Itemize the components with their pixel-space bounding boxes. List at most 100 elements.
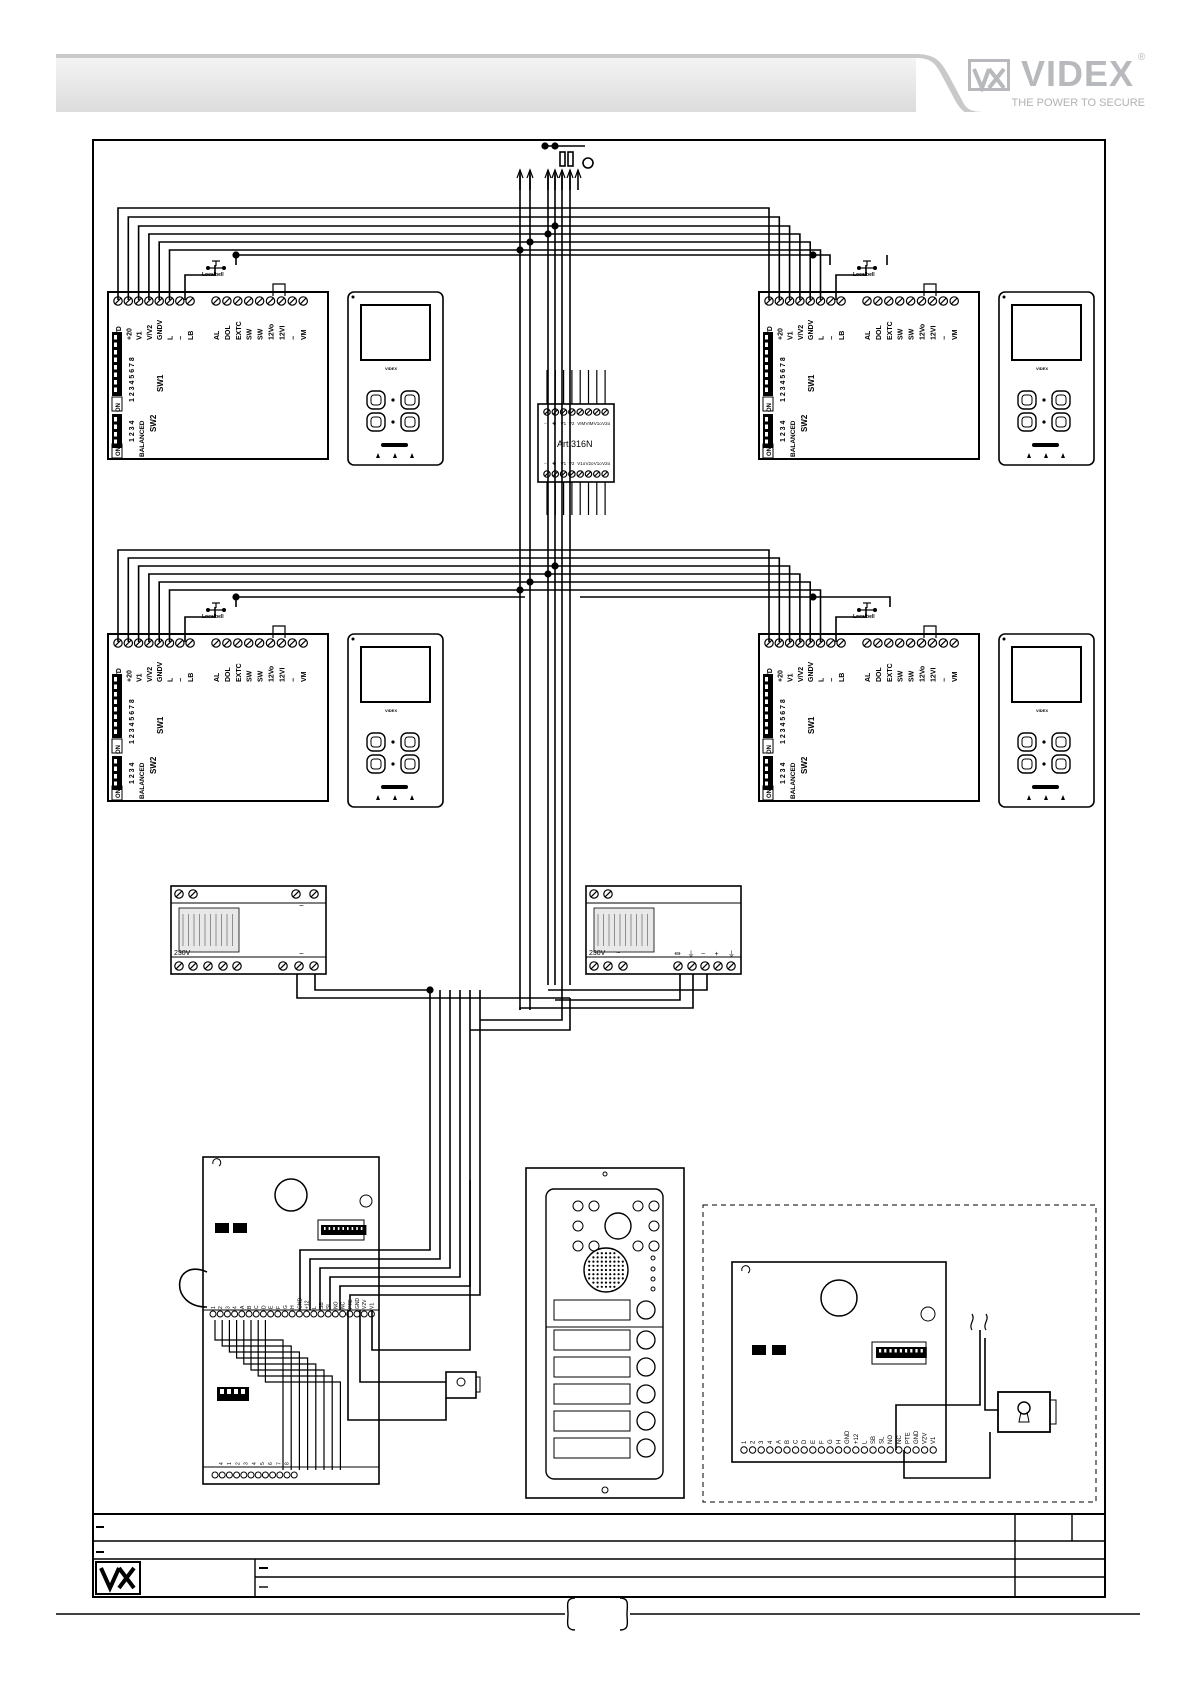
screw-terminal [254,638,265,648]
strip-terminal [317,1310,325,1318]
strip-terminal [809,1446,817,1454]
strip-terminal [353,1310,361,1318]
terminal-label: GNDV [157,319,164,340]
monitor-screen [360,646,431,703]
wire [158,241,811,300]
screw-terminal [905,638,916,648]
wire [257,1320,333,1470]
dip-switch [112,332,122,396]
strip-terminal [843,1446,851,1454]
panel-frame [525,1167,685,1499]
wire [127,216,781,300]
handset-led-bar [1032,443,1059,447]
wire [250,1320,325,1470]
wire [548,974,708,991]
wire [480,985,563,1021]
strip-terminal-label: 1 [211,1306,217,1309]
wire [835,607,867,642]
screw-terminal [836,296,846,306]
trimmer-icon [212,1158,222,1167]
psu-mains-label: 230V [589,950,606,957]
wire [519,974,694,1010]
monitor-handset [347,633,444,808]
strip-terminal-label: 4 [768,1440,774,1444]
screw-terminal [233,638,243,648]
wire [329,990,461,1310]
ir-led [632,1240,644,1252]
speaker-grille [583,1247,629,1293]
monitor-unit-2: +VD+20V1V/V2GNDVL−LBALDOLEXTCSWSW12Vo12V… [758,260,1095,466]
strip-terminal-label: SB [871,1436,877,1444]
screw-terminal [278,961,288,971]
dip-switch [112,414,122,448]
wire [835,265,867,300]
wire [903,1432,991,1479]
screw-terminal [589,889,599,899]
handset-icon [1044,795,1048,800]
wire [117,207,770,300]
handset-icon [393,795,397,800]
wire [314,974,430,991]
strip-terminal [261,1471,269,1479]
strip-terminal-label: 6 [268,1462,274,1465]
screw-terminal [144,296,154,306]
junction-dot [232,593,240,601]
ir-led [572,1220,584,1232]
terminal-label: +20 [777,328,784,340]
screw-terminal [592,408,601,416]
screw-terminal [222,638,232,648]
junction-dot [526,578,534,586]
screw-terminal [862,638,872,648]
handset-button [400,732,420,752]
strip-terminal [225,1471,233,1479]
strip-terminal [233,1471,241,1479]
strip-terminal [834,1446,843,1454]
handset-brand: VIDEX [1036,366,1048,371]
strip-terminal [903,1446,912,1454]
expansion-board [731,1261,947,1463]
strip-terminal [259,1310,267,1318]
terminal-label: SW [247,670,254,682]
handset-icon [1027,795,1031,800]
ir-led [648,1220,660,1232]
strip-terminal [245,1310,253,1318]
monitor-unit-3: +VD+20V1V/V2GNDVL−LBALDOLEXTCSWSW12Vo12V… [107,602,444,808]
screw-terminal [784,296,795,306]
wire [148,573,801,642]
terminal-label: − [941,336,948,340]
wire [359,1310,446,1383]
camera-lens [604,1212,632,1240]
screw-terminal [291,889,301,899]
terminal-label: SW [247,328,254,340]
psu-terminal-label: ⏚ [688,950,695,958]
strip-terminal-label: H [290,1305,296,1309]
screw-terminal [113,296,123,306]
strip-terminal-label: C [794,1439,800,1444]
screw-terminal [243,296,254,306]
balanced-label: BALANCED [139,420,146,457]
wire [371,1180,471,1351]
distributor-pin-label: VIM [577,421,585,426]
terminal-label: 12VI [930,668,937,682]
tagline: THE POWER TO SECURE [1011,97,1145,109]
dip-switch [112,674,122,738]
strip-terminal [247,1471,255,1479]
handset-icon [1061,453,1065,458]
strip-terminal-label: F [819,1440,825,1444]
wire [264,1320,341,1470]
sw1-numbers: 1 2 3 4 5 6 7 8 [780,357,787,402]
terminal-label: DOL [225,325,232,341]
wire [235,254,831,265]
ir-led [648,1200,660,1212]
screw-terminal [243,638,254,648]
strip-terminal-label: E [811,1440,817,1444]
wire [347,1310,447,1421]
strip-terminal-label: 3 [244,1462,250,1465]
screw-terminal [175,296,185,306]
screw-terminal [805,296,815,306]
strip-terminal [877,1446,886,1454]
screw-terminal [873,296,883,306]
screw-terminal [203,961,213,971]
terminal-label: SW [898,670,905,682]
